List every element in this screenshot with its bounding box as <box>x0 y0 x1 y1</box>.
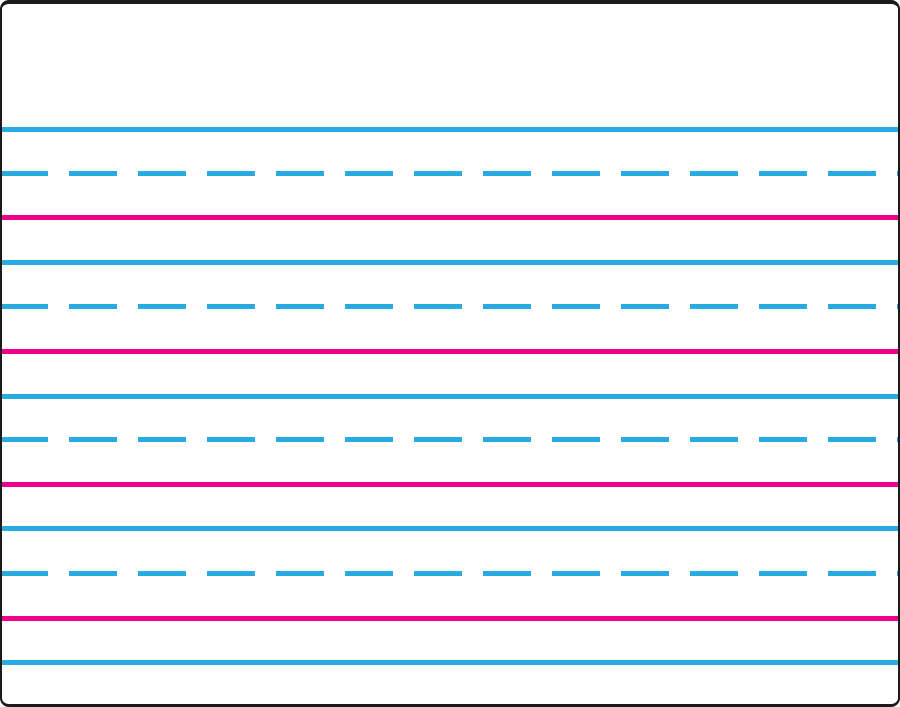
writing-row-1-top-line <box>0 127 900 132</box>
writing-row-4-mid-dashed-line <box>0 571 900 576</box>
writing-row-1-base-line <box>0 215 900 220</box>
writing-row-3-top-line <box>0 394 900 399</box>
writing-row-3-base-line <box>0 482 900 487</box>
writing-row-2-base-line <box>0 349 900 354</box>
trailing-top-line <box>0 660 900 665</box>
writing-row-1-mid-dashed-line <box>0 171 900 176</box>
writing-row-4-top-line <box>0 526 900 531</box>
writing-row-2-top-line <box>0 260 900 265</box>
writing-row-4-base-line <box>0 616 900 621</box>
writing-row-2-mid-dashed-line <box>0 304 900 309</box>
writing-row-3-mid-dashed-line <box>0 437 900 442</box>
